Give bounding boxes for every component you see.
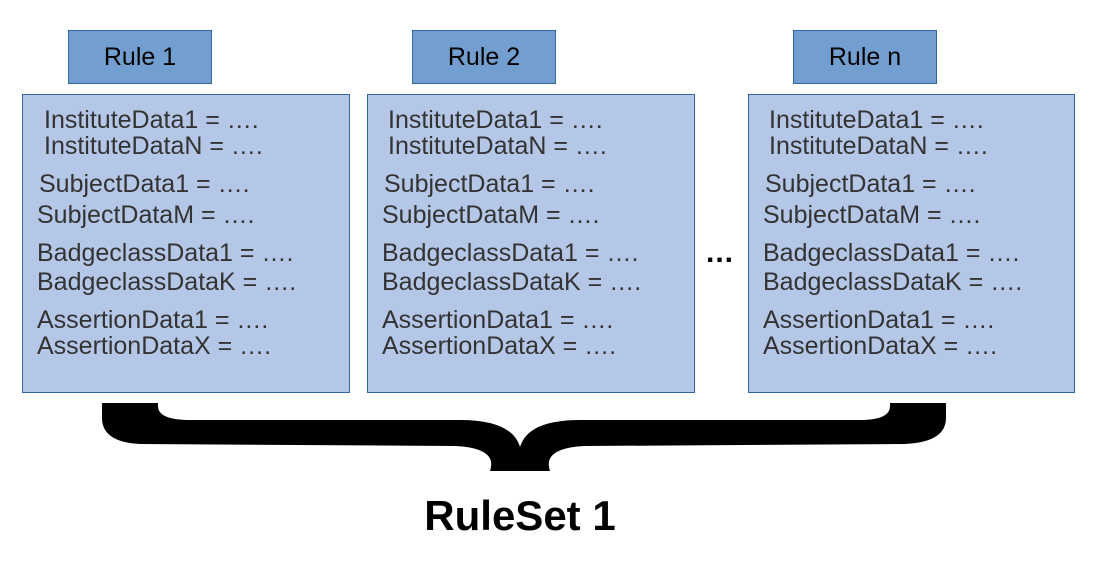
rule-1-line-institute-data-n: InstituteDataN = …. <box>44 132 263 160</box>
rule-2-line-badgeclass-data-k: BadgeclassDataK = …. <box>382 268 642 296</box>
rule-2-header: Rule 2 <box>412 30 556 84</box>
rule-2-line-assertion-data-x: AssertionDataX = …. <box>382 332 617 360</box>
rule-2-line-assertion-data-1: AssertionData1 = …. <box>382 306 614 334</box>
ruleset-title: RuleSet 1 <box>424 492 616 539</box>
rule-n-line-institute-data-n: InstituteDataN = …. <box>769 132 988 160</box>
rule-n-line-institute-data-1: InstituteData1 = …. <box>769 106 984 134</box>
rule-n-header: Rule n <box>793 30 937 84</box>
rule-2-line-institute-data-1: InstituteData1 = …. <box>388 106 603 134</box>
rule-2-line-institute-data-n: InstituteDataN = …. <box>388 132 607 160</box>
rule-1-line-institute-data-1: InstituteData1 = …. <box>44 106 259 134</box>
rule-n-line-subject-data-m: SubjectDataM = …. <box>763 201 981 229</box>
rules-ellipsis: ... <box>706 236 735 269</box>
rule-n-line-badgeclass-data-1: BadgeclassData1 = …. <box>763 239 1020 267</box>
rule-1-header: Rule 1 <box>68 30 212 84</box>
rule-n-line-subject-data-1: SubjectData1 = …. <box>765 170 976 198</box>
rule-n-line-assertion-data-x: AssertionDataX = …. <box>763 332 998 360</box>
rule-1-line-assertion-data-1: AssertionData1 = …. <box>37 306 269 334</box>
rule-1-box: InstituteData1 = …. InstituteDataN = …. … <box>22 94 350 393</box>
rule-n-box: InstituteData1 = …. InstituteDataN = …. … <box>748 94 1075 393</box>
rule-2-line-subject-data-1: SubjectData1 = …. <box>384 170 595 198</box>
grouping-brace-shape <box>102 403 946 471</box>
rule-1-line-subject-data-m: SubjectDataM = …. <box>37 201 255 229</box>
rule-1-line-badgeclass-data-1: BadgeclassData1 = …. <box>37 239 294 267</box>
rule-1-line-badgeclass-data-k: BadgeclassDataK = …. <box>37 268 297 296</box>
rule-n-line-badgeclass-data-k: BadgeclassDataK = …. <box>763 268 1023 296</box>
rule-1-line-assertion-data-x: AssertionDataX = …. <box>37 332 272 360</box>
rule-2-line-badgeclass-data-1: BadgeclassData1 = …. <box>382 239 639 267</box>
rule-n-line-assertion-data-1: AssertionData1 = …. <box>763 306 995 334</box>
rule-1-line-subject-data-1: SubjectData1 = …. <box>39 170 250 198</box>
rule-2-line-subject-data-m: SubjectDataM = …. <box>382 201 600 229</box>
rule-2-box: InstituteData1 = …. InstituteDataN = …. … <box>367 94 695 393</box>
